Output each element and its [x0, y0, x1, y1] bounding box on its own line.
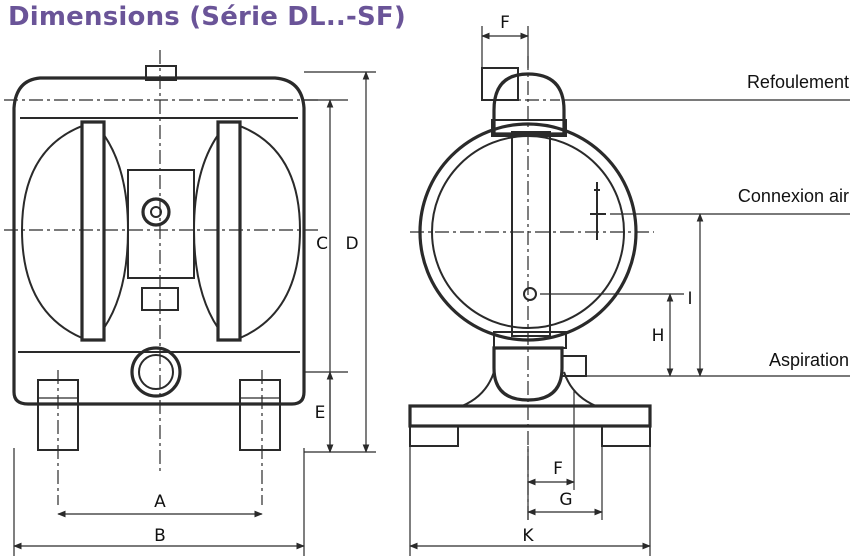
side-view [408, 56, 654, 520]
dim-label-F-bottom: F [553, 459, 563, 479]
dim-label-A: A [154, 492, 166, 512]
dim-label-B: B [154, 526, 166, 546]
callout-suction: Aspiration [769, 350, 849, 370]
dim-label-H: H [652, 326, 665, 346]
dim-label-G: G [559, 490, 572, 510]
dim-label-D: D [345, 234, 358, 254]
dim-label-K: K [522, 526, 534, 546]
dim-label-C: C [316, 234, 328, 254]
callout-discharge: Refoulement [747, 72, 849, 92]
dim-label-F-top: F [500, 13, 510, 33]
callout-air-connection: Connexion air [738, 186, 849, 206]
front-dimensions [13, 71, 376, 556]
dim-label-I: I [687, 289, 692, 309]
side-dimensions [409, 26, 850, 556]
front-view [4, 50, 320, 505]
diagram-title: Dimensions (Série DL..-SF) [8, 2, 406, 32]
dim-label-E: E [315, 403, 326, 423]
